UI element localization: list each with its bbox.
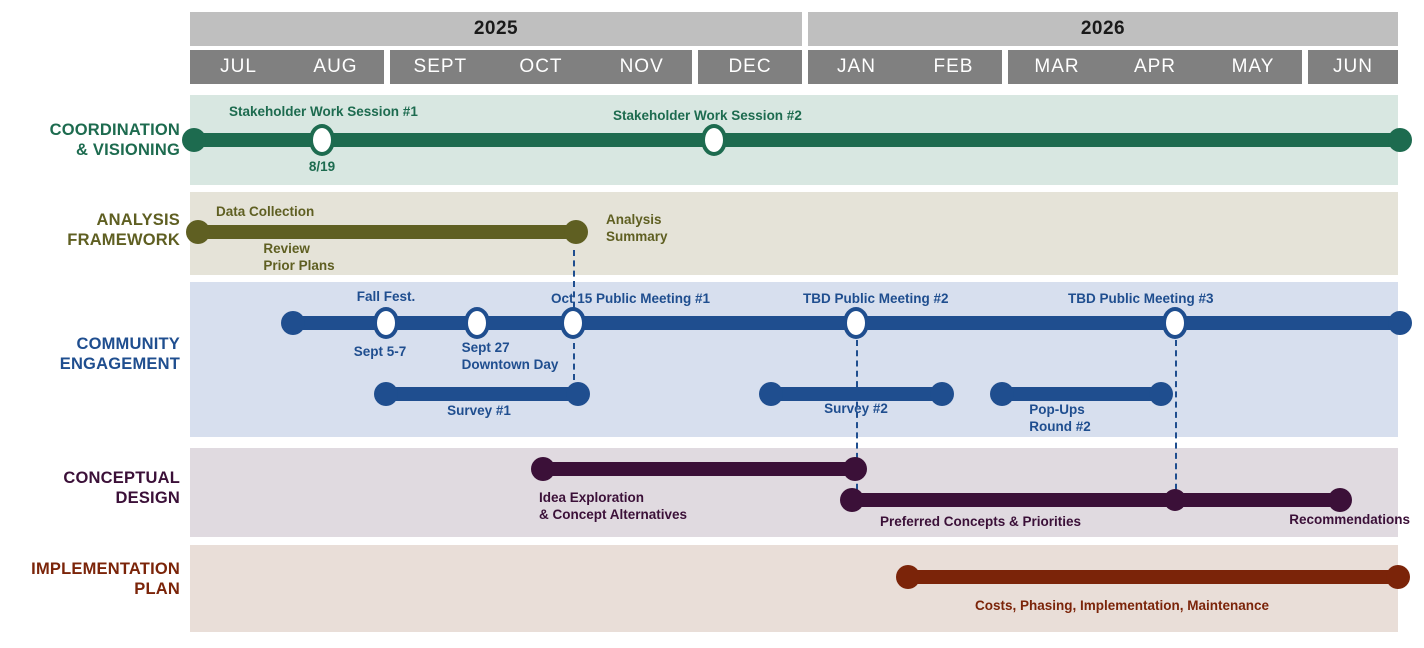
- community-engagement-main-bar-start-cap: [281, 311, 305, 335]
- recommendations-mid-dot: [1164, 489, 1186, 511]
- pop-ups-round-2-bar: [1002, 387, 1161, 401]
- fall-fest-date: Sept 5-7: [353, 344, 407, 359]
- recommendations-label: Recommendations: [1289, 512, 1410, 527]
- data-collection-bar-start-cap: [186, 220, 210, 244]
- public-meeting-2-dashline: [856, 340, 858, 500]
- month-header-nov: NOV: [591, 50, 692, 84]
- preferred-concepts-label: Preferred Concepts & Priorities: [880, 514, 1082, 529]
- month-header-aug: AUG: [287, 50, 384, 84]
- public-meeting-1-milestone[interactable]: [560, 307, 586, 339]
- implementation-plan-bar: [908, 570, 1398, 584]
- idea-exploration-bar: [543, 462, 855, 476]
- pop-ups-round-2-bar-start-cap: [990, 382, 1014, 406]
- month-header-apr: APR: [1106, 50, 1204, 84]
- community-engagement-main-bar-end-cap: [1388, 311, 1412, 335]
- coordination-visioning-bar-end-cap: [1388, 128, 1412, 152]
- year-header-2026: 2026: [808, 12, 1398, 46]
- implementation-scope-label: Costs, Phasing, Implementation, Maintena…: [974, 598, 1270, 613]
- month-header-sept: SEPT: [390, 50, 491, 84]
- stakeholder-work-session-2-label: Stakeholder Work Session #2: [613, 108, 802, 123]
- pop-ups-round-2-bar-end-cap: [1149, 382, 1173, 406]
- idea-exploration-bar-start-cap: [531, 457, 555, 481]
- data-collection-bar: [198, 225, 576, 239]
- preferred-concepts-bar-end-cap: [1328, 488, 1352, 512]
- preferred-concepts-bar-start-cap: [840, 488, 864, 512]
- survey-2-label: Survey #2: [824, 401, 888, 416]
- survey-2-bar: [771, 387, 942, 401]
- data-collection-bar-end-cap: [564, 220, 588, 244]
- implementation-plan-bar-end-cap: [1386, 565, 1410, 589]
- stakeholder-work-session-1-milestone[interactable]: [309, 124, 335, 156]
- implementation-plan-bar-start-cap: [896, 565, 920, 589]
- fall-fest-label: Fall Fest.: [356, 289, 416, 304]
- month-header-oct: OCT: [490, 50, 592, 84]
- idea-exploration-bar-end-cap: [843, 457, 867, 481]
- public-meeting-3-dashline: [1175, 340, 1177, 500]
- month-header-may: MAY: [1204, 50, 1302, 84]
- public-meeting-3-label: TBD Public Meeting #3: [1068, 291, 1214, 306]
- survey-2-bar-start-cap: [759, 382, 783, 406]
- month-header-dec: DEC: [698, 50, 802, 84]
- stakeholder-work-session-1-label: Stakeholder Work Session #1: [229, 104, 418, 119]
- coordination-visioning-bar-start-cap: [182, 128, 206, 152]
- survey-1-bar-start-cap: [374, 382, 398, 406]
- survey-1-bar-end-cap: [566, 382, 590, 406]
- data-collection-label: Data Collection: [216, 204, 315, 219]
- idea-exploration-label: Idea Exploration& Concept Alternatives: [539, 490, 688, 522]
- preferred-concepts-bar: [852, 493, 1340, 507]
- month-header-feb: FEB: [905, 50, 1002, 84]
- public-meeting-2-label: TBD Public Meeting #2: [803, 291, 949, 306]
- coordination-visioning-bar: [194, 133, 1400, 147]
- fall-fest-milestone[interactable]: [373, 307, 399, 339]
- survey-2-bar-end-cap: [930, 382, 954, 406]
- stakeholder-work-session-2-milestone[interactable]: [701, 124, 727, 156]
- month-header-jan: JAN: [808, 50, 905, 84]
- public-meeting-2-milestone[interactable]: [843, 307, 869, 339]
- month-header-mar: MAR: [1008, 50, 1106, 84]
- row-label-coordination-visioning: COORDINATION& VISIONING: [49, 121, 180, 160]
- survey-1-label: Survey #1: [447, 403, 511, 418]
- stakeholder-work-session-1-date: 8/19: [308, 159, 336, 174]
- month-header-jul: JUL: [190, 50, 287, 84]
- row-band-implementation-plan: [190, 545, 1398, 632]
- public-meeting-3-milestone[interactable]: [1162, 307, 1188, 339]
- month-header-jun: JUN: [1308, 50, 1398, 84]
- public-meeting-1-label: Oct 15 Public Meeting #1: [551, 291, 711, 306]
- survey-1-bar: [386, 387, 578, 401]
- year-header-2025: 2025: [190, 12, 802, 46]
- downtown-day-milestone[interactable]: [464, 307, 490, 339]
